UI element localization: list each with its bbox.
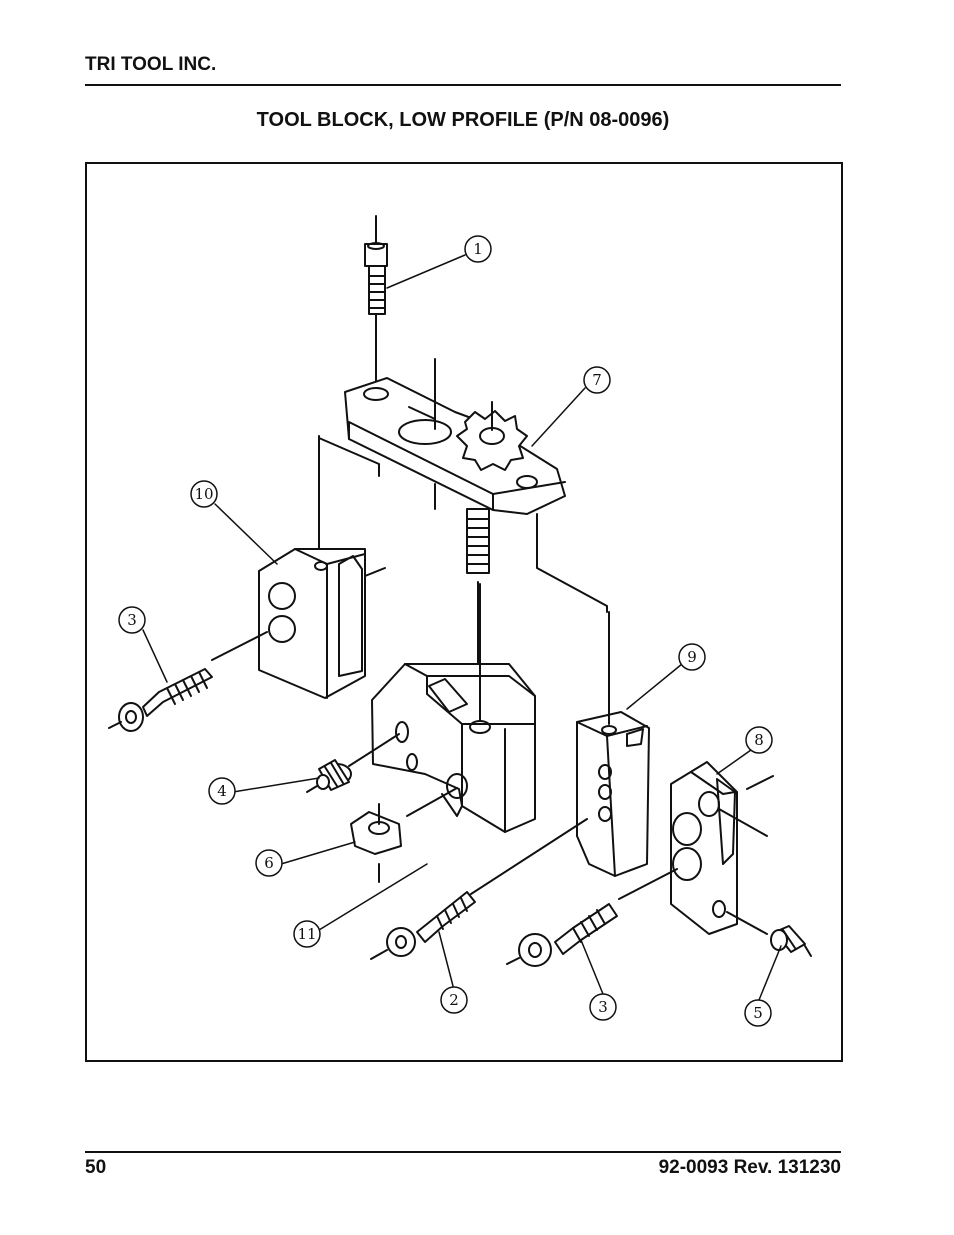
part-10-side-block <box>258 548 386 699</box>
part-7-clamp-plate <box>318 358 608 700</box>
callout-7: 7 <box>583 366 611 394</box>
svg-text:3: 3 <box>598 998 608 1016</box>
part-3-screw-lower <box>506 868 678 967</box>
svg-text:2: 2 <box>449 991 459 1009</box>
company-name: TRI TOOL INC. <box>85 54 217 75</box>
callout-6: 6 <box>255 849 283 877</box>
svg-text:3: 3 <box>127 611 137 629</box>
part-3-screw-left <box>108 631 268 732</box>
part-4-set-screw <box>306 733 400 793</box>
part-9-tall-block <box>576 611 650 877</box>
exploded-diagram-frame: 1 7 10 3 9 8 4 <box>85 162 843 1062</box>
svg-text:6: 6 <box>264 854 274 872</box>
footer-rule <box>85 1151 841 1153</box>
callout-leaders <box>142 254 782 1001</box>
callout-9: 9 <box>678 643 706 671</box>
callout-1: 1 <box>464 235 492 263</box>
part-5-set-screw <box>726 911 812 957</box>
svg-text:1: 1 <box>473 240 483 258</box>
part-1-cap-screw <box>364 215 388 390</box>
callout-11: 11 <box>293 920 321 948</box>
svg-text:8: 8 <box>754 731 764 749</box>
callout-5: 5 <box>744 999 772 1027</box>
svg-text:10: 10 <box>194 485 213 503</box>
part-11-main-body <box>371 583 536 833</box>
document-revision: 92-0093 Rev. 131230 <box>658 1157 841 1178</box>
callout-3-left: 3 <box>118 606 146 634</box>
svg-text:7: 7 <box>592 371 602 389</box>
callout-3-lower: 3 <box>589 993 617 1021</box>
callout-4: 4 <box>208 777 236 805</box>
part-8-angled-block <box>670 761 774 935</box>
svg-text:9: 9 <box>687 648 697 666</box>
header-rule <box>85 84 841 86</box>
callout-10: 10 <box>190 480 218 508</box>
page-number: 50 <box>85 1157 107 1178</box>
callout-bubbles: 1 7 10 3 9 8 4 <box>118 235 773 1027</box>
callout-2: 2 <box>440 986 468 1014</box>
exploded-parts-diagram: 1 7 10 3 9 8 4 <box>108 215 812 1027</box>
callout-8: 8 <box>745 726 773 754</box>
part-6-wedge <box>350 787 458 883</box>
part-2-long-screw <box>370 818 588 960</box>
svg-text:4: 4 <box>217 782 227 800</box>
svg-text:5: 5 <box>753 1004 763 1022</box>
svg-text:11: 11 <box>297 925 316 943</box>
page-title: TOOL BLOCK, LOW PROFILE (P/N 08-0096) <box>256 109 670 131</box>
